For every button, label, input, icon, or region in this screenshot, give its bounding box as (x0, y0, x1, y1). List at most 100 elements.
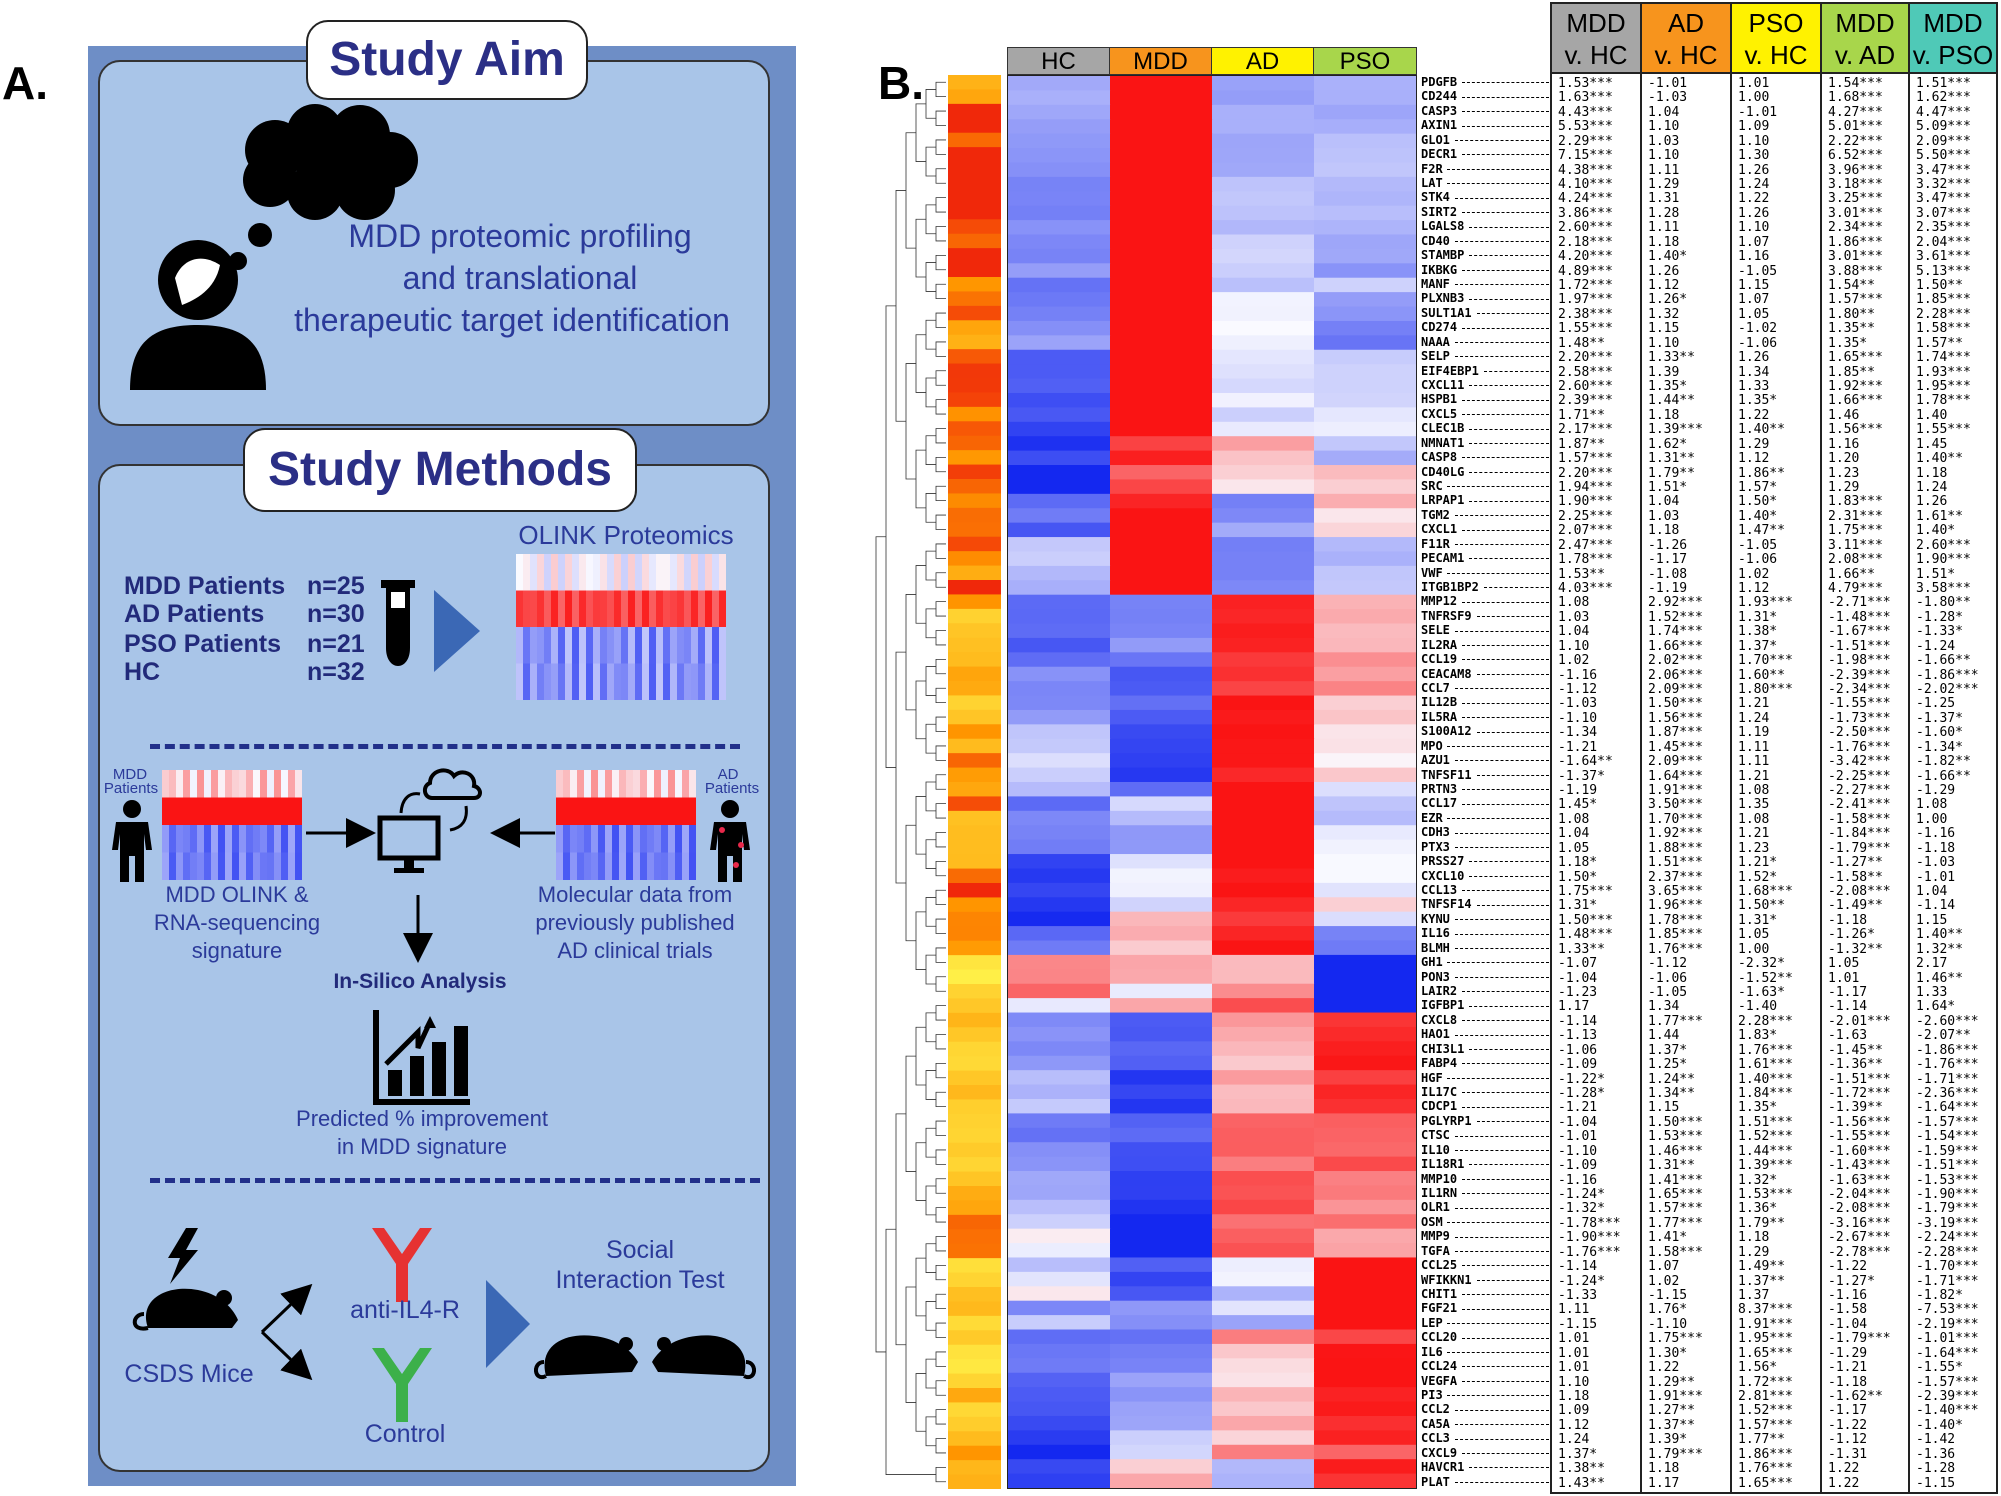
table-cell: -1.76*** (1916, 1057, 1979, 1073)
mini-heatmap-cell (211, 770, 219, 798)
table-cell: 1.64*** (1648, 768, 1703, 784)
mini-heatmap-cell (661, 852, 669, 880)
table-cell: 1.90*** (1558, 494, 1613, 510)
heatmap-cell (1212, 421, 1315, 437)
gene-label: PDGFB (1421, 75, 1458, 89)
table-cell: 1.18* (1558, 855, 1598, 871)
heatmap-cell (1212, 681, 1315, 697)
table-cell: 1.10 (1558, 638, 1590, 654)
mini-heatmap-cell (551, 627, 559, 664)
annotation-cell (948, 1229, 1001, 1245)
mini-heatmap-cell (689, 797, 696, 826)
dendrogram-branch (935, 687, 946, 704)
annotation-cell (948, 421, 1001, 437)
table-cell: 1.04 (1916, 884, 1948, 899)
mini-heatmap-cell (260, 770, 268, 798)
mini-heatmap-cell (628, 627, 636, 664)
heatmap-cell (1110, 652, 1213, 668)
ad-patient-icon (710, 800, 750, 882)
heatmap-cell (1212, 1041, 1315, 1057)
mini-heatmap-cell (633, 797, 641, 826)
table-cell: 1.75*** (1648, 1331, 1703, 1347)
mini-heatmap-cell (570, 852, 578, 880)
table-cell: -1.01 (1916, 869, 1956, 885)
mdd-signature-label-1: MDD OLINK & (165, 882, 309, 907)
table-cell: -1.86*** (1916, 1042, 1979, 1058)
table-cell: -1.78*** (1558, 1215, 1621, 1231)
annotation-cell (948, 623, 1001, 639)
mini-heatmap-cell (591, 852, 599, 880)
gene-label: IL12B (1421, 695, 1458, 710)
table-cell: 1.35** (1828, 321, 1875, 337)
gene-label: SELP (1421, 349, 1450, 364)
dendrogram-branch (925, 954, 936, 985)
gene-leader-line (1462, 529, 1549, 531)
table-col-divider (1642, 74, 1732, 1492)
annotation-cell (948, 1402, 1001, 1418)
mini-heatmap-cell (598, 825, 606, 853)
dendrogram-branch (915, 1257, 926, 1317)
mini-heatmap-cell (551, 663, 559, 700)
table-cell: 1.72*** (1738, 1374, 1793, 1390)
heatmap-cell (1212, 1300, 1315, 1316)
mini-heatmap-cell (190, 770, 198, 798)
annotation-cell (948, 305, 1001, 321)
table-cell: -1.14 (1558, 1259, 1598, 1275)
table-cell: 1.66*** (1828, 393, 1883, 409)
mini-heatmap-cell (556, 852, 564, 880)
heatmap-cell (1314, 1329, 1416, 1345)
table-cell: 1.21 (1738, 768, 1770, 784)
mini-heatmap-cell (591, 825, 599, 853)
heatmap-cell (1314, 76, 1416, 92)
heatmap-cell (1110, 911, 1213, 927)
heatmap-cell (1212, 292, 1315, 308)
gene-label: PGLYRP1 (1421, 1113, 1472, 1128)
heatmap-cell (1110, 854, 1213, 870)
annotation-cell (948, 738, 1001, 754)
heatmap-cell (1008, 421, 1111, 437)
mini-heatmap-cell (225, 825, 233, 853)
table-cell: 1.51*** (1738, 1114, 1793, 1130)
annotation-cell (948, 940, 1001, 956)
gene-label: CCL7 (1421, 681, 1450, 695)
mini-heatmap-cell (267, 825, 275, 853)
table-cell: 1.00 (1916, 811, 1948, 827)
table-cell: 2.06*** (1648, 667, 1703, 683)
gene-label: AZU1 (1421, 753, 1450, 768)
heatmap-cell (1212, 1156, 1315, 1172)
mini-heatmap-cell (586, 663, 594, 700)
dendrogram-branch (915, 334, 926, 393)
table-cell: 1.65*** (1738, 1345, 1793, 1361)
mini-heatmap-cell (218, 797, 226, 826)
mini-heatmap-cell (719, 554, 726, 591)
heatmap-cell (1212, 306, 1315, 322)
heatmap-cell (1008, 666, 1111, 682)
mini-heatmap-cell (607, 590, 615, 628)
heatmap-cell (1110, 364, 1213, 380)
table-cell: 1.29 (1828, 480, 1860, 495)
table-cell: -1.33* (1916, 624, 1963, 640)
table-cell: -1.14 (1828, 999, 1868, 1015)
table-cell: -1.01 (1738, 104, 1778, 120)
heatmap-cell (1314, 796, 1416, 812)
heatmap-cell (1314, 1228, 1416, 1244)
heatmap-cell (1212, 998, 1315, 1014)
table-cell: 5.09*** (1916, 119, 1971, 135)
table-cell: 1.26 (1738, 205, 1770, 221)
table-cell: -1.16 (1828, 1288, 1868, 1303)
dendrogram-branch (915, 796, 926, 855)
dendrogram-branch (925, 1358, 936, 1389)
table-cell: -1.52** (1738, 970, 1793, 986)
dendrogram-branch (925, 781, 936, 812)
heatmap-cell (1110, 1070, 1213, 1086)
mini-heatmap-cell (556, 797, 564, 826)
gene-leader-line (1462, 659, 1549, 661)
table-cell: -1.90*** (1558, 1230, 1621, 1246)
dendrogram-branch (915, 1142, 926, 1201)
table-cell: 1.57** (1916, 335, 1963, 351)
table-cell: 1.68*** (1828, 90, 1883, 106)
table-cell: 1.41*** (1648, 1172, 1703, 1188)
table-cell: -1.98*** (1828, 653, 1891, 669)
mini-heatmap-cell (218, 825, 226, 853)
table-cell: 1.11 (1648, 162, 1680, 178)
